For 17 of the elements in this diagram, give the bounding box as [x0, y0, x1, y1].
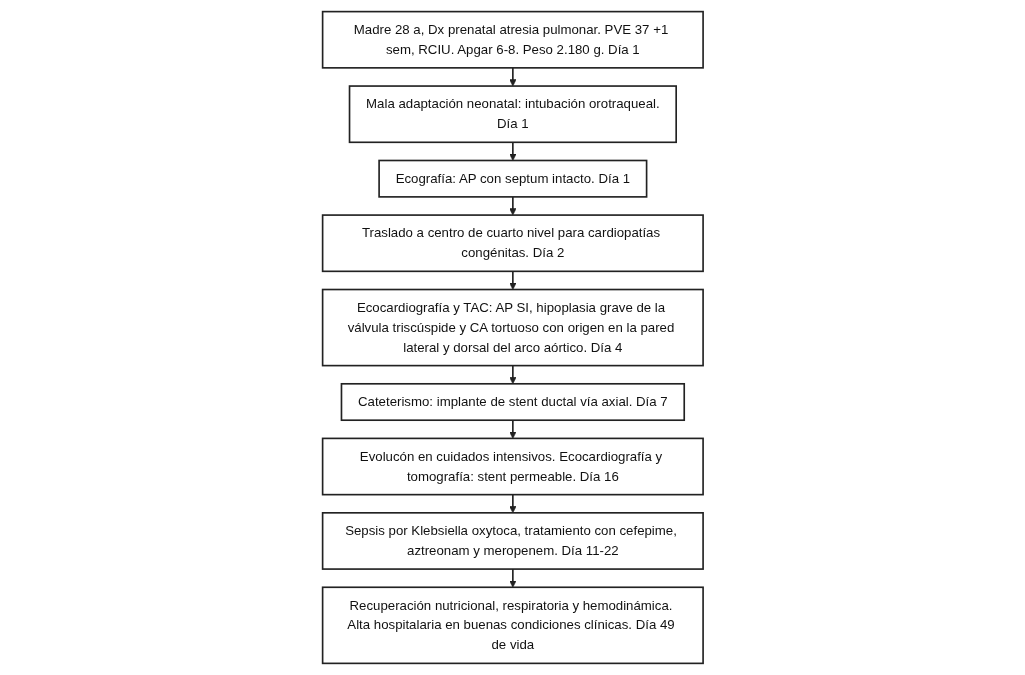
node-box: Recuperación nutricional, respiratoria y hemodinámica. Alta hospitalaria en buenas condiciones clínicas. Día 49 de vida: [321, 586, 704, 665]
node-box: Sepsis por Klebsiella oxytoca, tratamiento con cefepime, aztreonam y meropenem. Día 11-22: [321, 512, 704, 570]
arrow: [508, 270, 517, 290]
node-box: Evolucón en cuidados intensivos. Ecocardiografía y tomografía: stent permeable. Día 16: [321, 437, 704, 496]
node-box: Mala adaptación neonatal: intubación orotraqueal. Día 1: [348, 85, 677, 144]
node-box: Ecocardiografía y TAC: AP SI, hipoplasia grave de la válvula triscúspide y CA tortuoso con origen en la pared lateral y dorsal del arco aórtico. Día 4: [321, 288, 704, 367]
node-box: Madre 28 a, Dx prenatal atresia pulmonar. PVE 37 +1 sem, RCIU. Apgar 6-8. Peso 2.180 g. Día 1: [321, 10, 704, 69]
arrow: [508, 364, 517, 385]
arrow: [508, 196, 517, 216]
arrow: [508, 67, 517, 87]
arrow: [508, 493, 517, 514]
node-box: Traslado a centro de cuarto nivel para cardiopatías congénitas. Día 2: [321, 214, 704, 273]
arrow: [508, 568, 517, 588]
node-box: Cateterismo: implante de stent ductal vía axial. Día 7: [340, 383, 685, 422]
arrow: [508, 141, 517, 161]
node-box: Ecografía: AP con septum intacto. Día 1: [377, 159, 648, 198]
arrow: [508, 419, 517, 439]
